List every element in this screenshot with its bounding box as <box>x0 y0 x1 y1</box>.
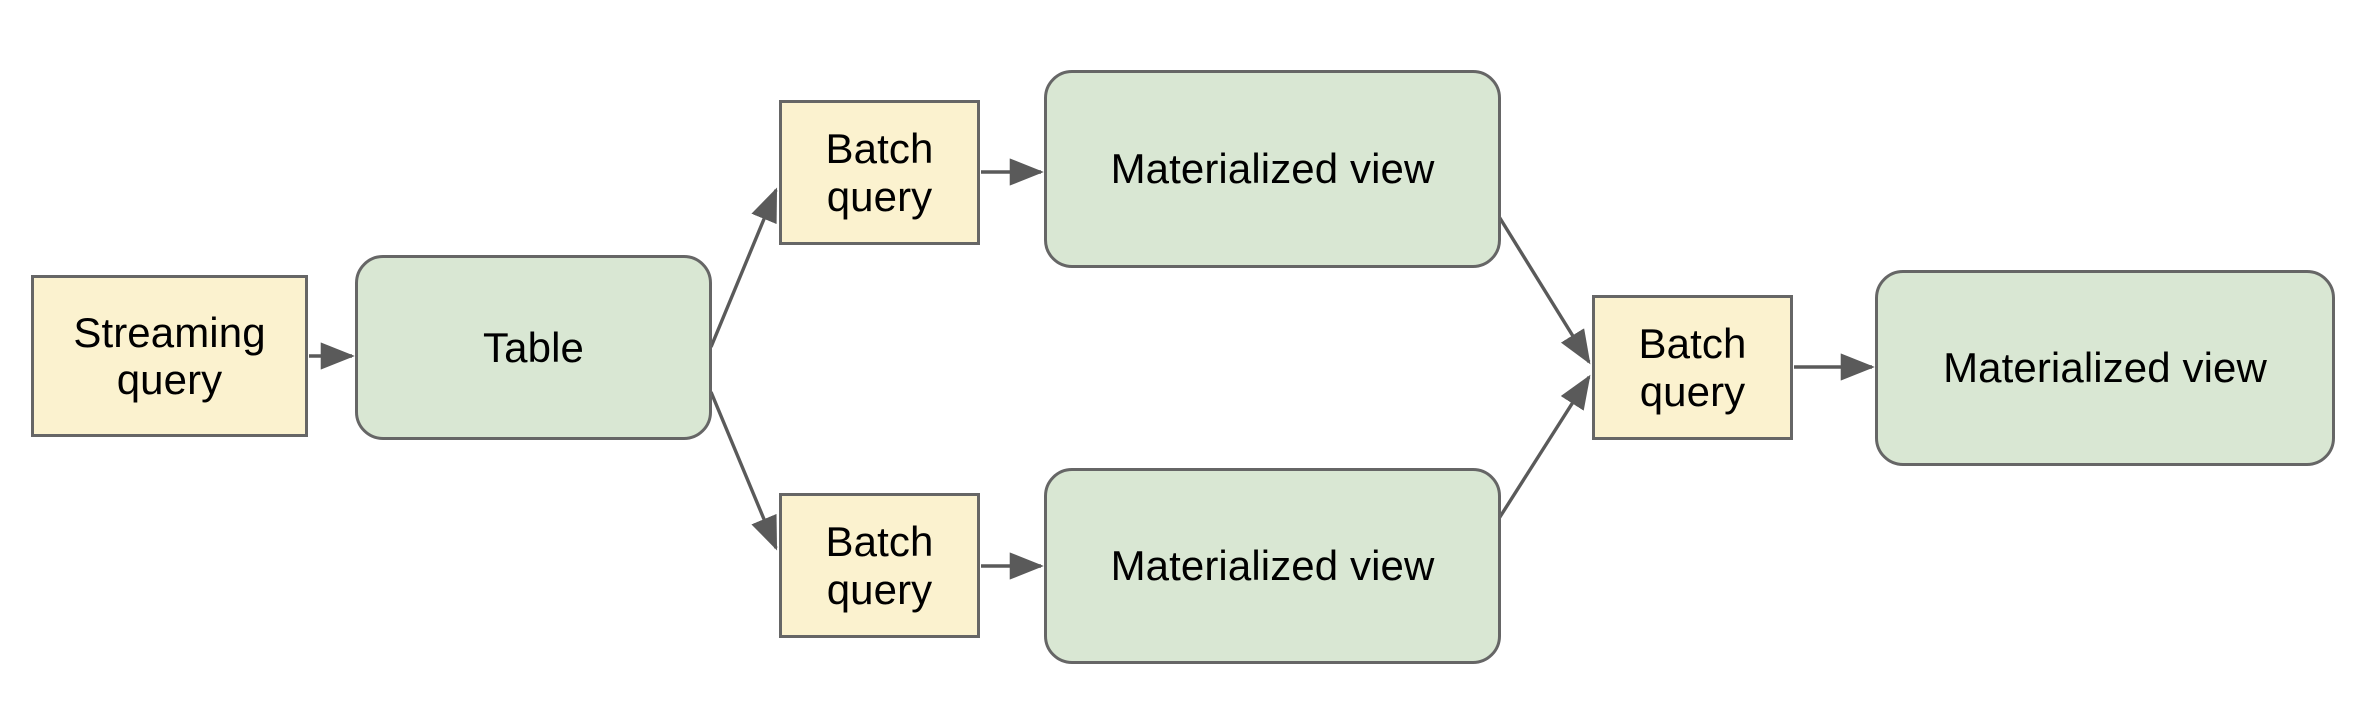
node-batch-query-merge-label: Batch query <box>1638 320 1747 415</box>
node-batch-query-top[interactable]: Batch query <box>779 100 980 245</box>
node-materialized-view-top[interactable]: Materialized view <box>1044 70 1501 268</box>
node-batch-query-top-label: Batch query <box>825 125 934 220</box>
node-batch-query-bottom[interactable]: Batch query <box>779 493 980 638</box>
node-table[interactable]: Table <box>355 255 712 440</box>
node-table-label: Table <box>483 323 584 371</box>
edge-table-to-batch-top <box>709 187 778 348</box>
node-materialized-view-final-label: Materialized view <box>1943 344 2267 392</box>
node-streaming-query-label: Streaming query <box>73 308 266 403</box>
edge-mv-top-to-batch-merge <box>1496 214 1591 365</box>
edge-table-to-batch-bottom <box>709 391 778 551</box>
node-batch-query-merge[interactable]: Batch query <box>1592 295 1793 440</box>
node-materialized-view-bottom-label: Materialized view <box>1110 542 1435 590</box>
node-materialized-view-bottom[interactable]: Materialized view <box>1044 468 1501 664</box>
node-materialized-view-top-label: Materialized view <box>1110 145 1435 193</box>
node-materialized-view-final[interactable]: Materialized view <box>1875 270 2335 466</box>
edge-mv-bottom-to-batch-merge <box>1496 374 1591 521</box>
node-batch-query-bottom-label: Batch query <box>825 518 934 613</box>
node-streaming-query[interactable]: Streaming query <box>31 275 308 437</box>
